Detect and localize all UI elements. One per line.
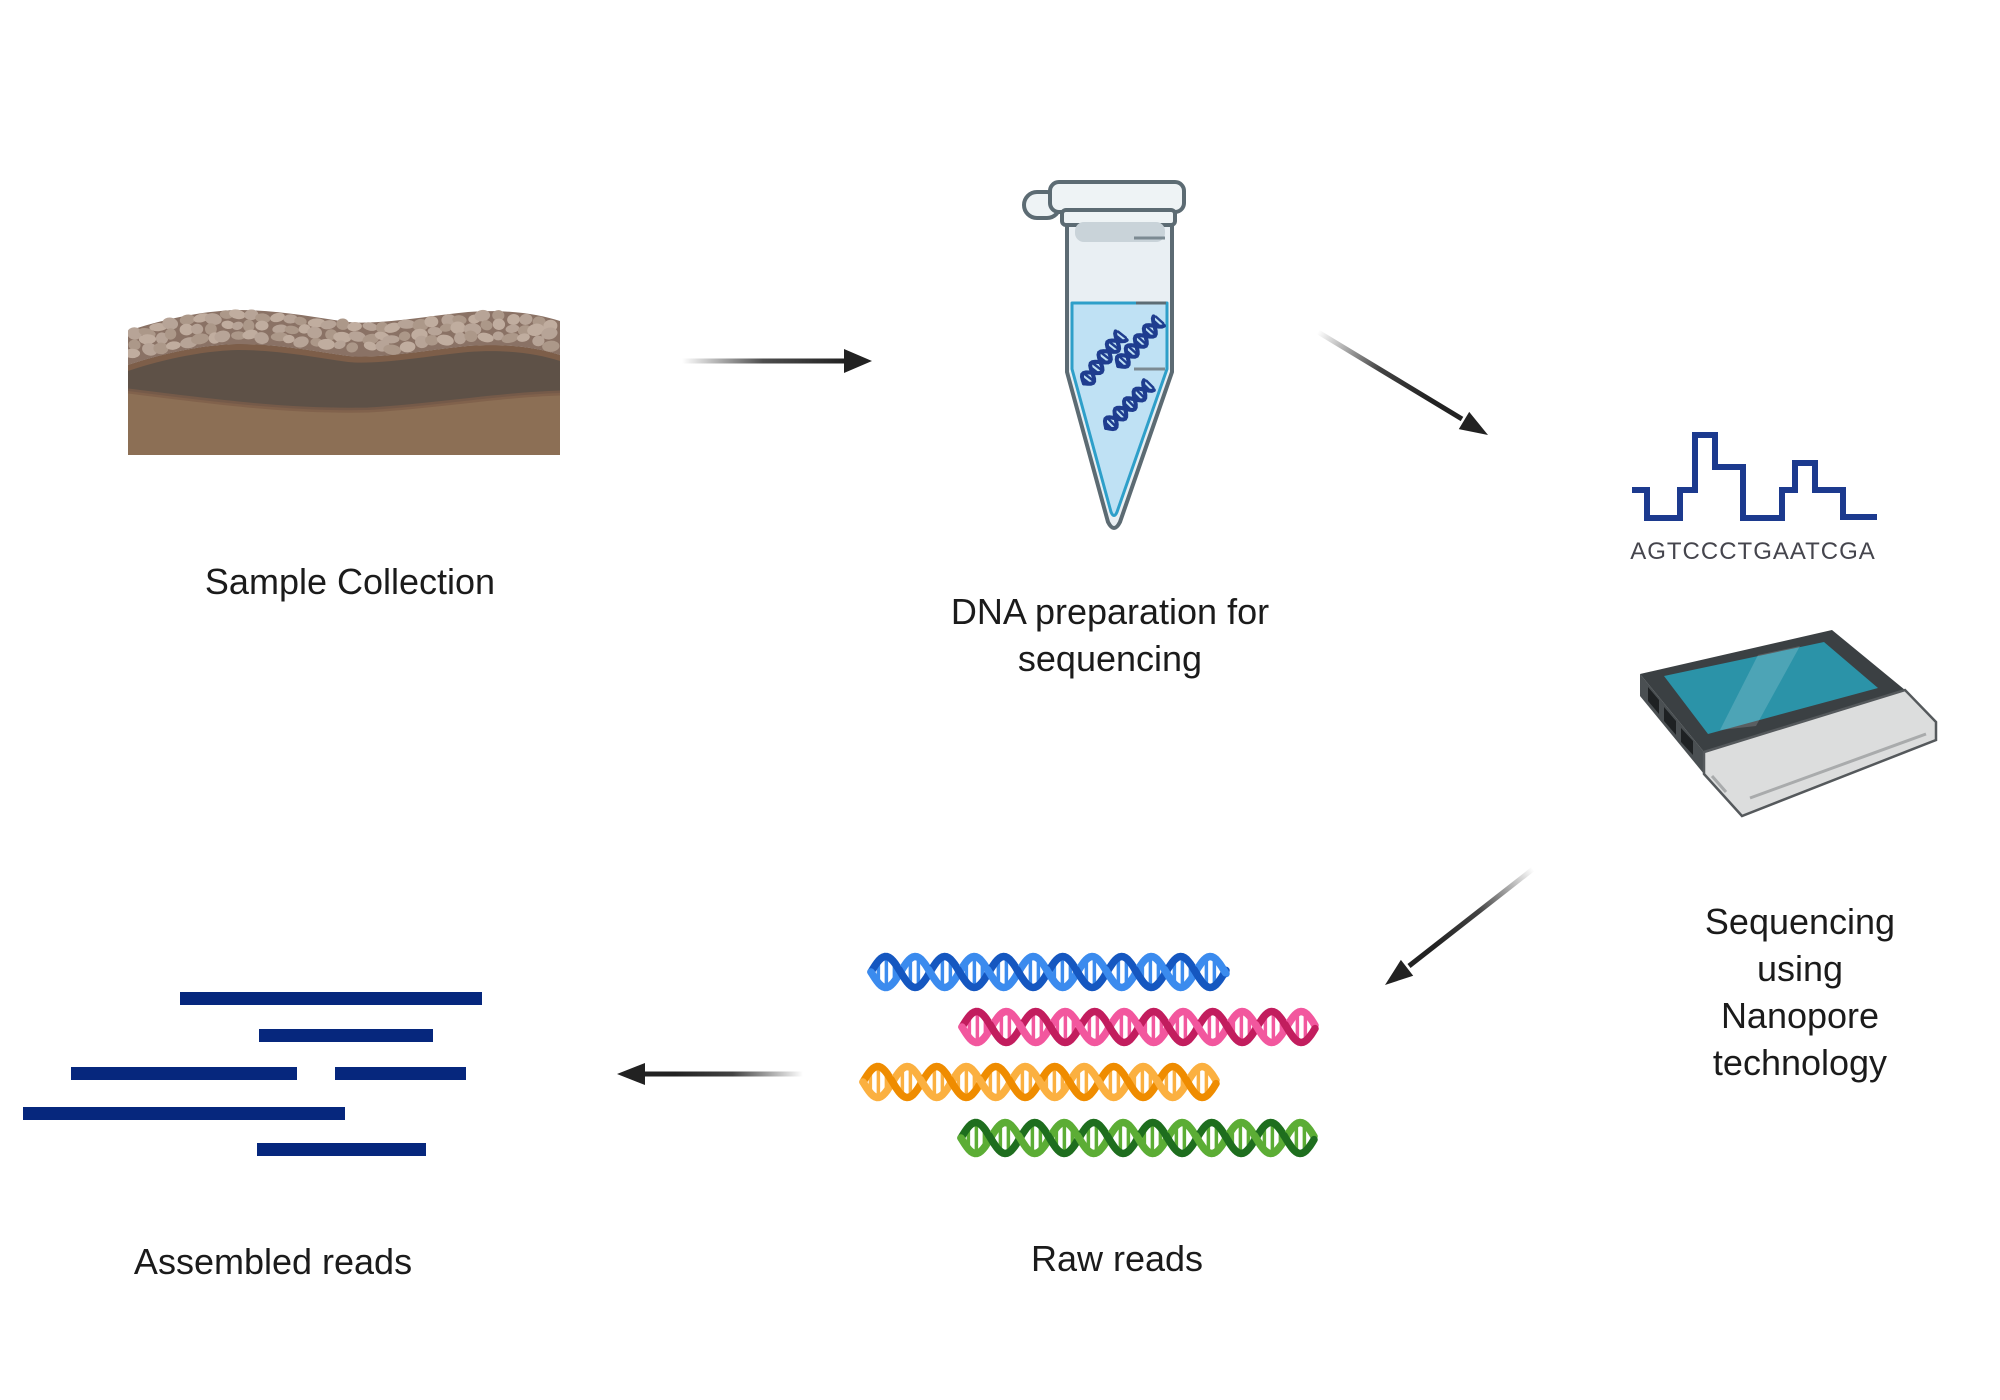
assembled-reads-label: Assembled reads	[133, 1241, 413, 1282]
tube-cap	[1050, 182, 1184, 212]
soil-dark-layer	[128, 344, 560, 411]
dna-preparation-label: DNA preparation for sequencing	[950, 591, 1270, 679]
device-body	[1704, 690, 1936, 816]
device-body-outline	[1702, 688, 1938, 818]
arrow-head	[1385, 959, 1414, 985]
tube-cap-collar	[1062, 210, 1175, 225]
nanopore-signal-trace	[1632, 432, 1877, 521]
arrow-sample-to-dna-prep	[682, 349, 872, 373]
tube-dna-fragment	[1079, 329, 1129, 386]
soil-pebbles	[128, 309, 560, 359]
assembled-read-bar	[259, 1029, 433, 1042]
soil-sample-illustration	[128, 309, 560, 455]
raw-read-helix-green	[957, 1118, 1318, 1158]
raw-read-helix-blue	[867, 952, 1230, 992]
microcentrifuge-tube-illustration	[1022, 180, 1186, 530]
minion-sequencer-illustration	[1640, 630, 1938, 818]
arrow-head	[617, 1063, 645, 1085]
arrow-head	[844, 349, 872, 373]
raw-read-helix-pink	[958, 1007, 1319, 1047]
soil-layer-seam	[128, 388, 560, 413]
arrow-dna-prep-to-sequencing	[1316, 329, 1488, 435]
sequencing-label: Sequencing using Nanopore technology	[1704, 901, 1896, 1083]
device-screen-highlight	[1720, 646, 1800, 730]
sequence-readout-text: AGTCCCTGAATCGA	[1630, 538, 1876, 565]
raw-read-helix-orange	[859, 1062, 1220, 1102]
arrow-shaft	[1316, 329, 1464, 422]
tube-liquid-edge	[1070, 301, 1169, 517]
assembled-read-bar	[257, 1143, 426, 1156]
assembled-read-bar	[335, 1067, 466, 1080]
arrow-shaft	[1407, 867, 1535, 968]
soil-pebble-underedge	[128, 344, 560, 371]
arrow-sequencing-to-raw-reads	[1385, 867, 1535, 985]
assembled-read-bar	[71, 1067, 297, 1080]
tube-dna-fragment	[1102, 378, 1156, 432]
raw-reads-label: Raw reads	[1030, 1238, 1204, 1279]
device-port-2	[1664, 707, 1676, 735]
device-port-3	[1681, 728, 1693, 755]
signal-step-line	[1632, 432, 1877, 521]
tube-dna-fragment	[1114, 314, 1166, 369]
device-port-1	[1648, 687, 1659, 714]
device-screen	[1664, 642, 1878, 734]
assembled-read-bar	[180, 992, 482, 1005]
arrow-head	[1458, 411, 1488, 435]
assembled-read-bar	[23, 1107, 345, 1120]
tube-dna-fragments	[1079, 314, 1166, 432]
device-notch	[1710, 775, 1728, 793]
tube-body-outline	[1065, 211, 1174, 530]
arrow-raw-reads-to-assembled	[617, 1063, 803, 1085]
device-groove	[1749, 732, 1927, 800]
sample-collection-label: Sample Collection	[204, 561, 496, 602]
